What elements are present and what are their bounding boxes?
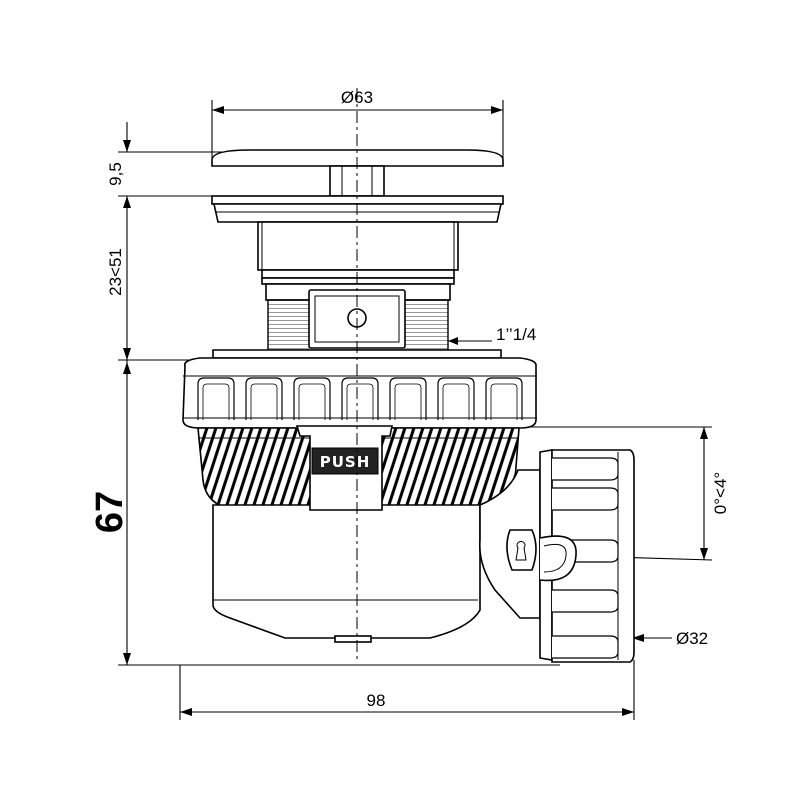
outlet-tooth: [552, 635, 619, 659]
nut-tooth-inner: [250, 383, 278, 420]
cap-height-label: 9,5: [106, 162, 125, 186]
nut-tooth-inner: [298, 383, 326, 420]
nut-tooth: [437, 377, 475, 420]
nut-teeth: [197, 377, 523, 420]
drain-upper-body: [257, 221, 459, 301]
outlet-tooth: [552, 589, 619, 613]
nut-tooth: [485, 377, 523, 420]
dimension-outlet-diameter: Ø32: [632, 629, 708, 648]
push-tab: PUSH: [295, 425, 393, 511]
push-label: PUSH: [320, 453, 371, 471]
total-height-label: 67: [89, 491, 131, 533]
nut-tooth-inner: [394, 383, 422, 420]
nut-tooth-inner: [346, 383, 374, 420]
nut-tooth-inner: [490, 383, 518, 420]
dimension-cap-height: 9,5: [106, 122, 230, 362]
nut-tooth: [245, 377, 283, 420]
total-width-label: 98: [367, 691, 386, 710]
dimension-total-width: 98: [179, 660, 635, 720]
dimension-adjust-range: 23<51: [106, 248, 215, 361]
hanger-hook: [506, 529, 577, 582]
nut-tooth-inner: [442, 383, 470, 420]
adjust-range-label: 23<51: [106, 248, 125, 296]
outlet-diameter-label: Ø32: [676, 629, 708, 648]
nut-tooth: [341, 377, 379, 420]
nut-tooth: [197, 377, 235, 420]
outlet-tooth: [552, 457, 619, 481]
dimension-total-height: 67: [89, 362, 560, 666]
thread-label: 1’’1/4: [496, 325, 536, 344]
locking-nut: [182, 349, 537, 429]
outlet-tooth: [552, 487, 619, 511]
nut-tooth: [389, 377, 427, 420]
outlet-teeth: [552, 457, 619, 659]
keyhole-icon: [515, 540, 527, 561]
nut-tooth-inner: [202, 383, 230, 420]
angle-label: 0°<4°: [711, 472, 730, 514]
outlet-fitting: [539, 449, 635, 663]
nut-tooth: [293, 377, 331, 420]
thread-callout: 1’’1/4: [448, 325, 536, 345]
